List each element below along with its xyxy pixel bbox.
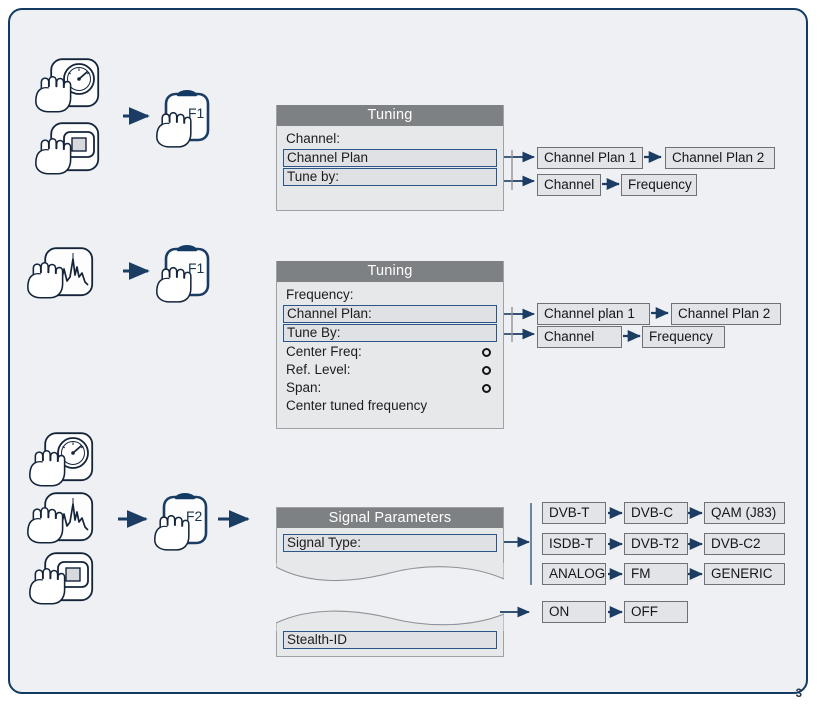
panel-break-wave-top <box>276 563 504 582</box>
menu-row-channel: Channel: <box>286 131 341 146</box>
option-signal-type-qam-j83[interactable]: QAM (J83) <box>704 502 785 524</box>
menu-row-label: Center Freq: <box>286 344 362 359</box>
panel-title: Signal Parameters <box>276 507 504 528</box>
value-marker-icon <box>482 384 491 393</box>
option-signal-type-dvb-c2[interactable]: DVB-C2 <box>704 533 785 555</box>
option-signal-type-dvb-c[interactable]: DVB-C <box>624 502 688 524</box>
option-stealth-id-on[interactable]: ON <box>542 601 606 623</box>
panel-filler <box>283 187 497 205</box>
menu-row-channel-plan[interactable]: Channel Plan: <box>283 305 497 323</box>
page-number: 3 <box>795 688 802 700</box>
panel-body: Frequency: Channel Plan: Tune By: Center… <box>277 282 503 428</box>
menu-panel-signal-parameters: Signal Parameters Signal Type: S <box>276 507 504 657</box>
menu-row-channel-plan[interactable]: Channel Plan <box>283 149 497 167</box>
panel-title: Tuning <box>277 261 503 282</box>
menu-row-span[interactable]: Span: <box>283 379 497 397</box>
menu-row-stealth-id[interactable]: Stealth-ID <box>283 631 497 649</box>
gauge-icon-1 <box>35 58 100 113</box>
spectrum-icon-3 <box>27 492 94 544</box>
panel-body: Channel: Channel Plan Tune by: <box>277 126 503 210</box>
option-tune-by-frequency[interactable]: Frequency <box>642 326 725 348</box>
option-channel-plan-1[interactable]: Channel plan 1 <box>537 303 650 325</box>
option-signal-type-fm[interactable]: FM <box>624 563 688 585</box>
option-tune-by-frequency[interactable]: Frequency <box>621 174 697 196</box>
softkey-label-f1-b: F1 <box>188 260 205 276</box>
softkey-f1-a <box>156 90 210 148</box>
menu-row-center-tuned-frequency: Center tuned frequency <box>286 398 428 413</box>
menu-row-label: Span: <box>286 380 322 395</box>
menu-row-label: Ref. Level: <box>286 362 351 377</box>
softkey-f1-b <box>156 245 210 303</box>
value-marker-icon <box>482 348 491 357</box>
option-tune-by-channel[interactable]: Channel <box>537 174 601 196</box>
tv-icon-3 <box>29 552 94 605</box>
menu-row-tune-by[interactable]: Tune By: <box>283 324 497 342</box>
option-stealth-id-off[interactable]: OFF <box>624 601 688 623</box>
option-channel-plan-2[interactable]: Channel Plan 2 <box>665 147 775 169</box>
menu-row-tune-by[interactable]: Tune by: <box>283 168 497 186</box>
option-signal-type-generic[interactable]: GENERIC <box>704 563 785 585</box>
softkey-f2 <box>154 493 208 551</box>
softkey-label-f1-a: F1 <box>188 105 205 121</box>
menu-row-signal-type[interactable]: Signal Type: <box>283 534 497 552</box>
menu-panel-tuning-1: Tuning Channel: Channel Plan Tune by: <box>276 105 504 211</box>
tv-icon-1 <box>35 122 100 175</box>
option-channel-plan-1[interactable]: Channel Plan 1 <box>537 147 643 169</box>
option-signal-type-analog[interactable]: ANALOG <box>542 563 606 585</box>
option-tune-by-channel[interactable]: Channel <box>537 326 622 348</box>
panel-filler <box>283 415 497 423</box>
menu-row-frequency: Frequency: <box>286 287 354 302</box>
softkey-label-f2: F2 <box>186 508 203 524</box>
menu-panel-tuning-2: Tuning Frequency: Channel Plan: Tune By:… <box>276 261 504 429</box>
option-signal-type-dvb-t2[interactable]: DVB-T2 <box>624 533 688 555</box>
value-marker-icon <box>482 366 491 375</box>
menu-row-center-freq[interactable]: Center Freq: <box>283 343 497 361</box>
option-signal-type-dvb-t[interactable]: DVB-T <box>542 502 606 524</box>
option-signal-type-isdb-t[interactable]: ISDB-T <box>542 533 606 555</box>
option-channel-plan-2[interactable]: Channel Plan 2 <box>671 303 781 325</box>
spectrum-icon-2 <box>27 247 94 299</box>
panel-title: Tuning <box>277 105 503 126</box>
menu-row-ref-level[interactable]: Ref. Level: <box>283 361 497 379</box>
panel-break-wave-bottom <box>276 610 504 631</box>
gauge-icon-3 <box>29 432 94 487</box>
